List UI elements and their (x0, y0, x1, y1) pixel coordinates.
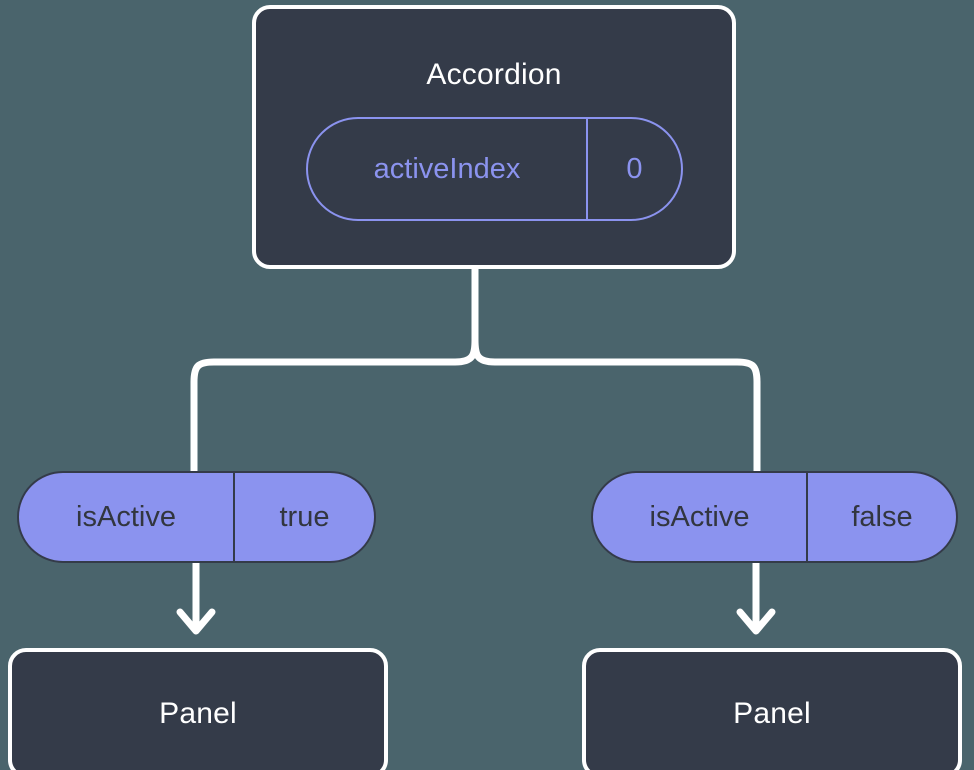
arrowhead-left-icon (176, 608, 216, 635)
state-pill-activeindex[interactable]: activeIndex 0 (306, 117, 683, 221)
accordion-title: Accordion (426, 58, 562, 91)
edge-root-to-right-branch (471, 264, 761, 476)
state-key-label: activeIndex (308, 119, 588, 219)
arrowhead-right-icon (736, 608, 776, 635)
panel-right-title: Panel (733, 697, 811, 730)
prop-key-label: isActive (19, 473, 235, 561)
prop-pill-isactive-true[interactable]: isActive true (17, 471, 376, 563)
component-node-panel-left[interactable]: Panel (8, 648, 388, 770)
prop-value-label: false (851, 500, 913, 533)
prop-key-label: isActive (593, 473, 808, 561)
panel-left-title: Panel (159, 697, 237, 730)
prop-value-label: true (279, 500, 330, 533)
component-node-panel-right[interactable]: Panel (582, 648, 962, 770)
edge-root-to-left-branch (190, 264, 479, 476)
prop-pill-isactive-false[interactable]: isActive false (591, 471, 958, 563)
state-value-label: 0 (626, 152, 643, 185)
